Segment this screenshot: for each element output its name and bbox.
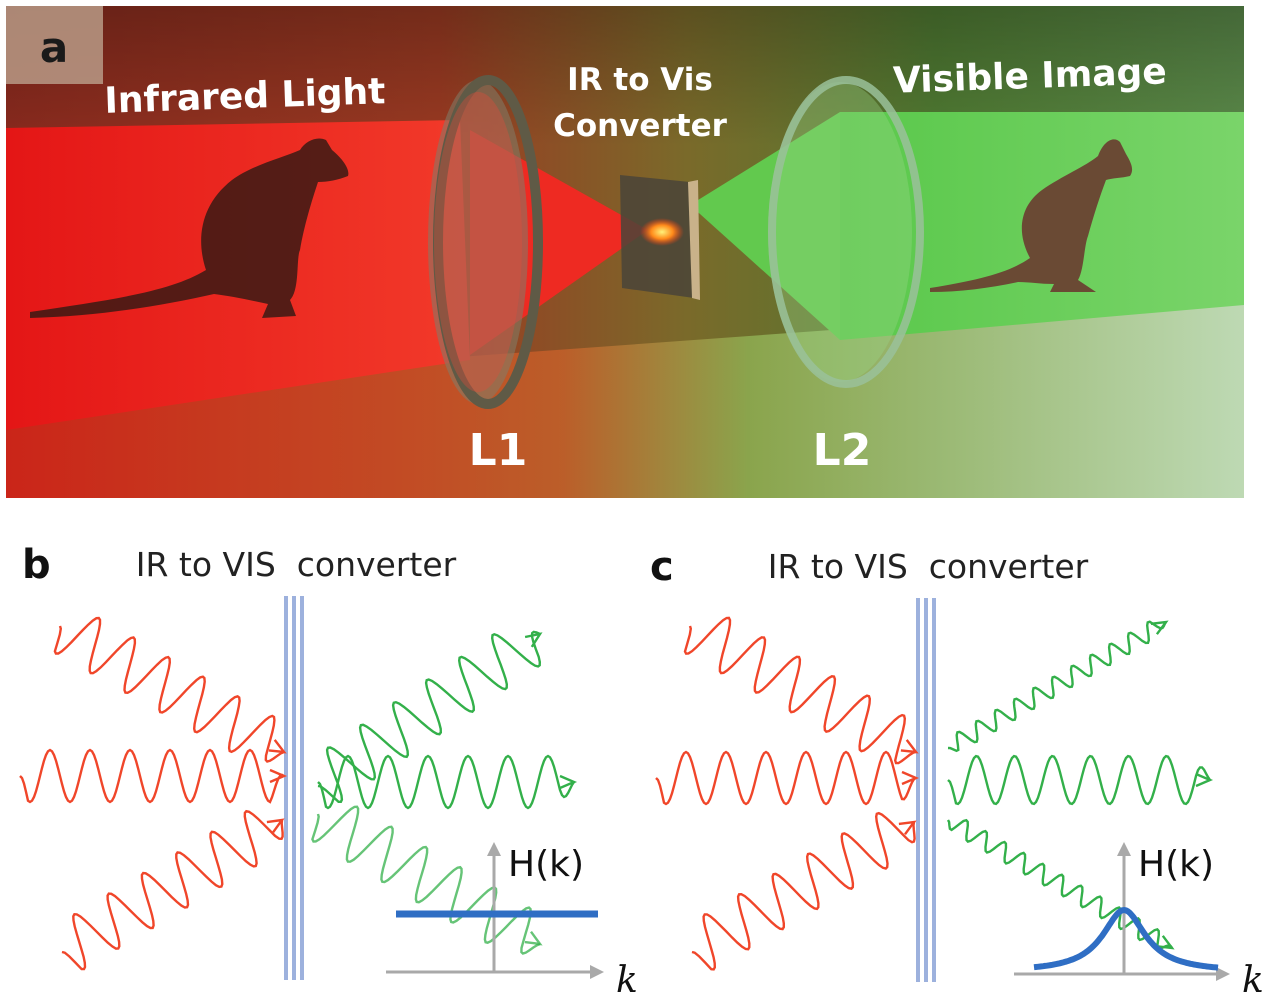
label-infrared-light: Infrared Light xyxy=(104,71,386,122)
vis-wave-middle-arrowhead xyxy=(559,774,578,790)
converter-layer xyxy=(292,596,296,980)
ir-wave-middle xyxy=(655,750,917,806)
vis-wave-middle xyxy=(947,754,1211,806)
lens-l1-rim xyxy=(433,75,543,409)
lens-l1 xyxy=(428,75,543,409)
panel-a: a Infrared Light IR to Vis Converter Vis… xyxy=(6,6,1244,498)
ir-wave-lower-arrowhead xyxy=(266,818,285,834)
inset-k-label: k xyxy=(616,960,638,1001)
converter-layer xyxy=(924,598,928,982)
visible-cone xyxy=(690,112,840,340)
panel-b: b IR to VIS converter H(k) k xyxy=(19,542,638,1001)
ir-wave-lower xyxy=(61,809,284,971)
lens-l2 xyxy=(768,76,924,388)
ir-wave-upper xyxy=(53,616,285,763)
converter-layer xyxy=(300,596,304,980)
vis-wave-lower-arrowhead xyxy=(524,930,543,946)
panel-a-letter: a xyxy=(40,23,68,72)
vis-wave-middle xyxy=(317,754,575,810)
panel-c-title: IR to VIS converter xyxy=(768,547,1089,586)
inset-h-arrow xyxy=(487,842,501,856)
floor-plane xyxy=(6,300,1244,498)
panel-b-letter: b xyxy=(22,542,51,588)
ir-wave-middle-arrowhead xyxy=(269,768,288,784)
panel-b-converter xyxy=(284,596,304,980)
ir-wave-middle-arrowhead xyxy=(901,770,920,786)
ir-wave-lower xyxy=(691,811,916,971)
ir-wave-upper-arrowhead xyxy=(268,739,287,754)
kangaroo-visible-image xyxy=(930,139,1133,292)
lens-l1-inner xyxy=(434,92,522,392)
inset-response-peak xyxy=(1033,906,1219,971)
ir-wave-upper-arrowhead xyxy=(900,739,919,754)
converter-plate xyxy=(620,175,700,300)
converter-layer xyxy=(284,596,288,980)
label-converter-line1: IR to Vis xyxy=(567,62,713,98)
inset-h-label: H(k) xyxy=(1138,844,1214,885)
converter-layer xyxy=(916,598,920,982)
label-lens-l2: L2 xyxy=(813,425,872,476)
panel-c-converter xyxy=(916,598,936,982)
vis-wave-upper-arrowhead xyxy=(1150,620,1169,635)
vis-wave-upper xyxy=(317,630,542,803)
panel-b-waves xyxy=(19,616,578,971)
inset-h-label: H(k) xyxy=(508,844,584,885)
ir-wave-lower-arrowhead xyxy=(898,820,917,836)
kangaroo-infrared-image xyxy=(30,138,349,318)
vis-wave-middle-arrowhead xyxy=(1195,772,1214,788)
inset-k-arrow xyxy=(590,965,604,979)
converter-hotspot xyxy=(640,218,684,246)
converter-layer xyxy=(932,598,936,982)
vis-wave-lower xyxy=(946,818,1173,950)
inset-k-arrow xyxy=(1216,967,1230,981)
lens-l2-rim xyxy=(768,76,924,388)
ir-wave-middle xyxy=(19,748,285,804)
converter-edge xyxy=(688,180,700,300)
inset-k-label: k xyxy=(1242,960,1264,1001)
label-converter-line2: Converter xyxy=(553,108,727,144)
lens-l1-face xyxy=(428,80,528,404)
panel-b-title: IR to VIS converter xyxy=(136,545,457,584)
ir-wave-upper xyxy=(683,616,917,765)
lens-l2-face xyxy=(768,82,912,382)
vis-wave-lower-arrowhead xyxy=(1156,935,1175,950)
panel-c-inset: H(k) k xyxy=(1014,842,1264,1001)
vis-wave-upper-arrowhead xyxy=(524,632,543,648)
label-visible-image: Visible Image xyxy=(892,51,1167,102)
panel-b-inset: H(k) k xyxy=(386,842,638,1001)
vis-wave-upper xyxy=(947,620,1168,753)
panel-c: c IR to VIS converter H(k) k xyxy=(650,544,1264,1001)
panel-c-letter: c xyxy=(650,544,674,590)
panel-a-letter-box xyxy=(6,6,103,84)
vis-wave-lower xyxy=(311,805,541,955)
inset-h-arrow xyxy=(1117,842,1131,856)
label-lens-l1: L1 xyxy=(469,425,528,476)
panel-c-waves xyxy=(655,616,1214,971)
